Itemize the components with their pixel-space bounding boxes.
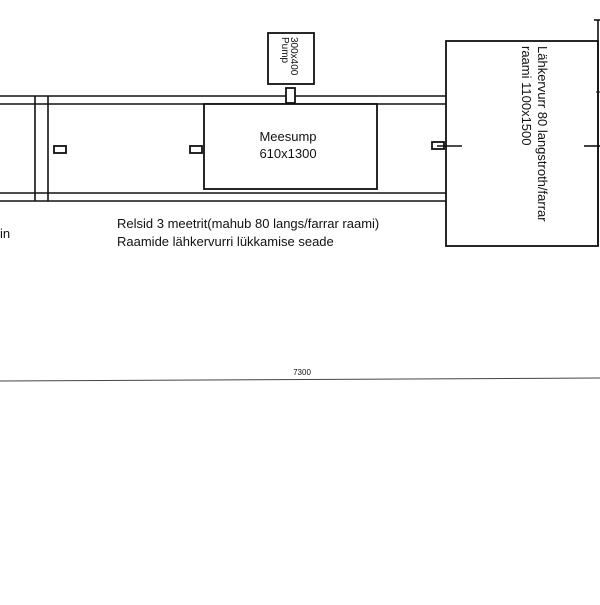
uncapper-box [445, 40, 599, 247]
rails-label-line1: Relsid 3 meetrit(mahub 80 langs/farrar r… [117, 216, 379, 231]
left-fragment-label: in [0, 226, 10, 241]
meesump-box [203, 103, 378, 190]
pump-size: 300x400 [288, 37, 299, 76]
meesump-group: Meesump 610x1300 [203, 103, 378, 190]
pump-group: Pump 300x400 [267, 32, 315, 104]
dimension-value: 7300 [293, 368, 311, 377]
pump-box [267, 32, 315, 85]
dimension-line [0, 377, 600, 382]
right-edge-structure [594, 19, 600, 246]
rails-label-line2: Raamide lähkervurri lükkamise seade [117, 234, 334, 249]
uncapper-label-line1: Lähkervurr 80 langstroth/farrar [535, 46, 550, 222]
roller-1 [53, 145, 67, 154]
roller-2 [189, 145, 203, 154]
meesump-size: 610x1300 [259, 146, 316, 161]
pump-label: Pump [279, 37, 290, 64]
dimension-7300: 7300 [0, 368, 600, 382]
uncapper-group: Lähkervurr 80 langstroth/farrar raami 11… [437, 40, 600, 247]
rail-frame [0, 95, 446, 202]
meesump-label: Meesump [259, 129, 316, 144]
uncapper-label-line2: raami 1100x1500 [519, 46, 534, 146]
pump-connector [285, 87, 296, 104]
